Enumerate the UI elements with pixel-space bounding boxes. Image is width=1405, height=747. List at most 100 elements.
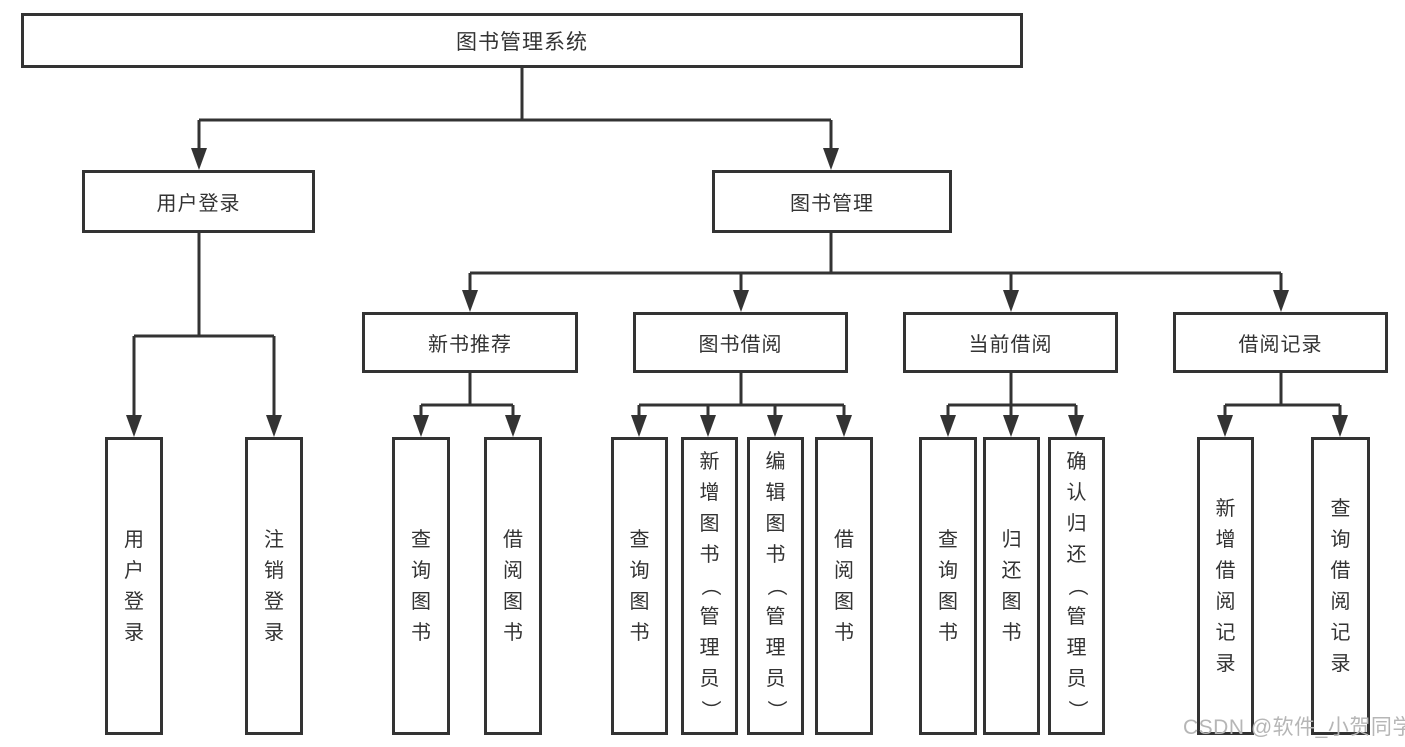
node-label: 用户登录 xyxy=(156,193,241,215)
vertical-char: 图 xyxy=(938,590,958,613)
vertical-char: 录 xyxy=(124,621,144,644)
vertical-char: 注 xyxy=(264,528,284,551)
leaf-confirm-return-admin: 确认归还（管理员） xyxy=(1048,437,1105,735)
node-library-system: 图书管理系统 xyxy=(21,13,1023,68)
vertical-char: 查 xyxy=(938,528,958,551)
leaf-query-borrow-record: 查询借阅记录 xyxy=(1311,437,1370,735)
vertical-char: （ xyxy=(698,576,721,596)
vertical-char: 辑 xyxy=(765,482,786,504)
node-label: 借阅图书 xyxy=(487,440,539,732)
vertical-char: ） xyxy=(764,700,787,720)
vertical-char: 询 xyxy=(1330,528,1351,551)
vertical-char: 新 xyxy=(1215,497,1236,520)
arrowhead-icon xyxy=(1332,415,1348,437)
vertical-char: 书 xyxy=(834,621,854,644)
arrowhead-icon xyxy=(505,415,521,437)
vertical-char: 书 xyxy=(938,621,958,644)
vertical-char: 还 xyxy=(1001,559,1022,582)
node-label: 新书推荐 xyxy=(428,334,512,356)
node-book-borrowing: 图书借阅 xyxy=(633,312,848,373)
vertical-char: 归 xyxy=(1001,528,1022,551)
arrowhead-icon xyxy=(1003,415,1019,437)
vertical-char: 借 xyxy=(503,528,523,551)
vertical-char: 查 xyxy=(629,528,650,551)
leaf-add-book-admin: 新增图书（管理员） xyxy=(681,437,738,735)
vertical-char: 员 xyxy=(699,668,720,690)
arrowhead-icon xyxy=(191,148,207,170)
vertical-char: 查 xyxy=(1330,497,1351,520)
leaf-user-login: 用户登录 xyxy=(105,437,163,735)
vertical-char: 增 xyxy=(1215,528,1236,551)
arrowhead-icon xyxy=(631,415,647,437)
vertical-char: 还 xyxy=(1066,544,1087,566)
vertical-char: 图 xyxy=(1001,590,1022,613)
vertical-char: 阅 xyxy=(1330,590,1351,613)
vertical-char: 认 xyxy=(1066,482,1087,504)
arrowhead-icon xyxy=(1068,415,1084,437)
arrowhead-icon xyxy=(1217,415,1233,437)
vertical-char: 书 xyxy=(765,544,786,566)
leaf-edit-book-admin: 编辑图书（管理员） xyxy=(747,437,804,735)
node-user-login: 用户登录 xyxy=(82,170,315,233)
vertical-char: 增 xyxy=(699,482,720,504)
node-label: 查询图书 xyxy=(922,440,974,732)
vertical-char: 录 xyxy=(264,621,284,644)
node-label: 借阅图书 xyxy=(818,440,870,732)
leaf-query-books-borrow: 查询图书 xyxy=(611,437,668,735)
vertical-char: 记 xyxy=(1215,621,1236,644)
arrowhead-icon xyxy=(126,415,142,437)
vertical-char: 户 xyxy=(124,559,144,582)
node-current-borrowing: 当前借阅 xyxy=(903,312,1118,373)
node-label: 新增图书（管理员） xyxy=(684,440,735,732)
vertical-char: 图 xyxy=(629,590,650,613)
node-label: 查询图书 xyxy=(395,440,447,732)
vertical-char: 借 xyxy=(834,528,854,551)
leaf-query-books-recommend: 查询图书 xyxy=(392,437,450,735)
leaf-return-book: 归还图书 xyxy=(983,437,1040,735)
vertical-char: 图 xyxy=(699,513,720,535)
vertical-char: 登 xyxy=(124,590,144,613)
vertical-char: 借 xyxy=(1215,559,1236,582)
csdn-watermark: CSDN @软件_小贺同学 xyxy=(1183,716,1405,739)
node-label: 确认归还（管理员） xyxy=(1051,440,1102,732)
arrowhead-icon xyxy=(462,290,478,312)
vertical-char: 理 xyxy=(765,637,786,659)
node-label: 新增借阅记录 xyxy=(1200,440,1251,732)
node-label: 注销登录 xyxy=(248,440,300,732)
vertical-char: 销 xyxy=(264,559,284,582)
leaf-query-books-current: 查询图书 xyxy=(919,437,977,735)
vertical-char: 员 xyxy=(1066,668,1087,690)
vertical-char: 确 xyxy=(1066,451,1087,473)
leaf-borrow-books-recommend: 借阅图书 xyxy=(484,437,542,735)
node-book-management: 图书管理 xyxy=(712,170,952,233)
arrowhead-icon xyxy=(1273,290,1289,312)
leaf-logout: 注销登录 xyxy=(245,437,303,735)
vertical-char: 书 xyxy=(699,544,720,566)
vertical-char: 新 xyxy=(699,451,720,473)
vertical-char: 图 xyxy=(411,590,431,613)
vertical-char: 归 xyxy=(1066,513,1087,535)
node-label: 编辑图书（管理员） xyxy=(750,440,801,732)
node-label: 图书借阅 xyxy=(698,334,783,356)
vertical-char: 询 xyxy=(629,559,650,582)
node-label: 图书管理 xyxy=(790,193,874,215)
vertical-char: ） xyxy=(1065,700,1088,720)
vertical-char: 用 xyxy=(124,528,144,551)
vertical-char: （ xyxy=(1065,576,1088,596)
node-borrowing-records: 借阅记录 xyxy=(1173,312,1388,373)
vertical-char: 管 xyxy=(699,606,720,628)
arrowhead-icon xyxy=(823,148,839,170)
vertical-char: 录 xyxy=(1330,652,1351,675)
vertical-char: 阅 xyxy=(834,559,854,582)
node-label: 借阅记录 xyxy=(1238,334,1323,356)
vertical-char: ） xyxy=(698,700,721,720)
arrowhead-icon xyxy=(767,415,783,437)
arrowhead-icon xyxy=(266,415,282,437)
leaf-add-borrow-record: 新增借阅记录 xyxy=(1197,437,1254,735)
node-new-book-recommend: 新书推荐 xyxy=(362,312,578,373)
vertical-char: 查 xyxy=(411,528,431,551)
vertical-char: 借 xyxy=(1330,559,1351,582)
arrowhead-icon xyxy=(413,415,429,437)
